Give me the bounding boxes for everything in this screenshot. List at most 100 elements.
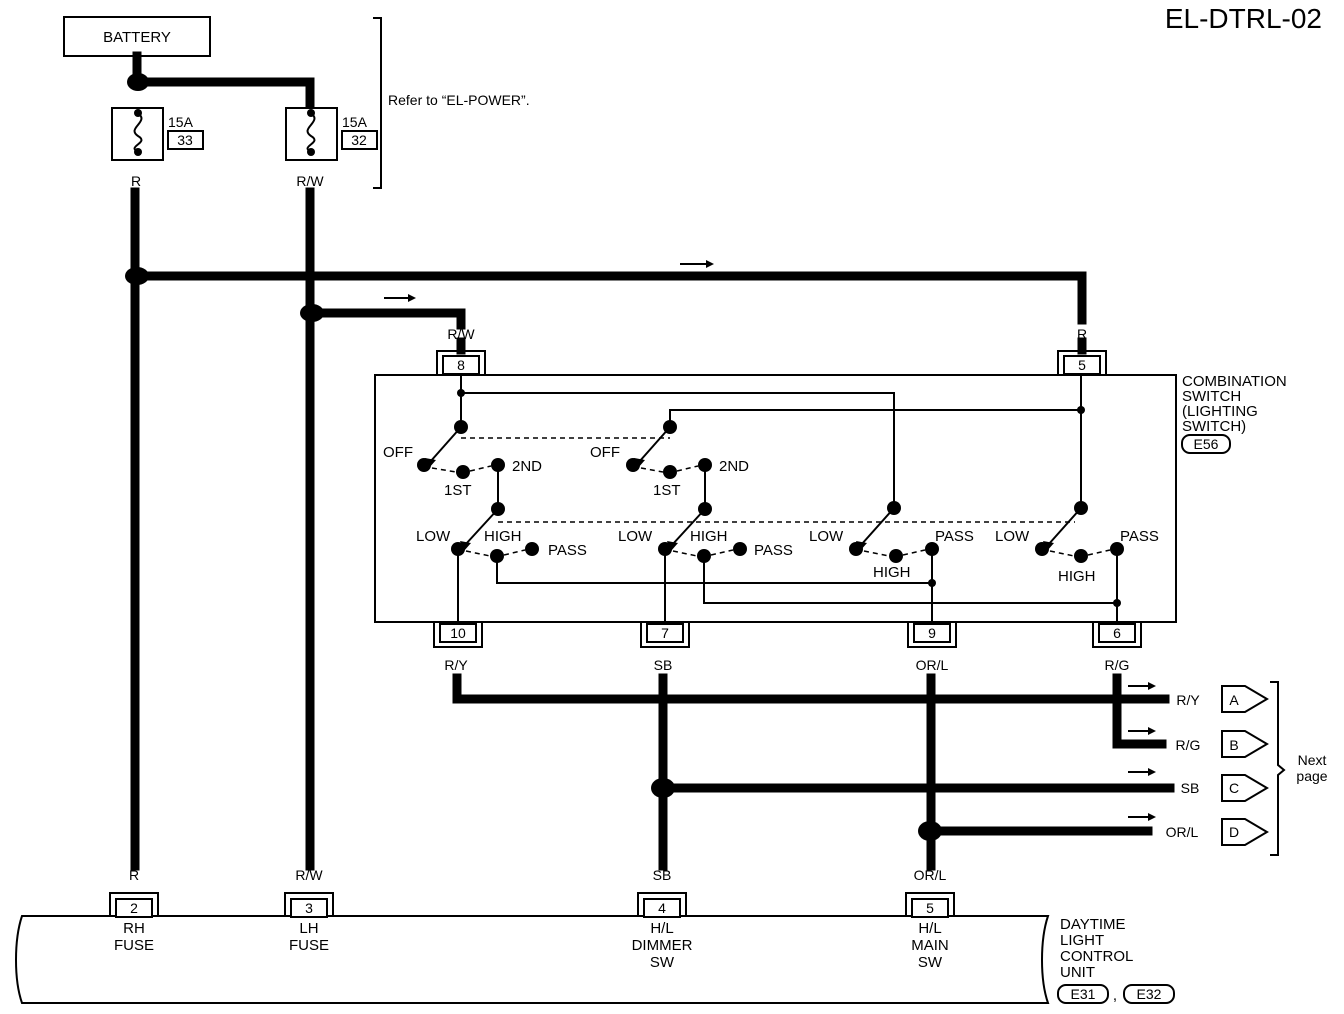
svg-text:2: 2 (130, 900, 138, 916)
next-page-connector-c[interactable]: SB C (1181, 774, 1269, 802)
svg-text:UNIT: UNIT (1060, 964, 1095, 981)
control-unit-body (15, 915, 1050, 1004)
svg-text:HIGH: HIGH (873, 564, 911, 581)
svg-text:RH: RH (123, 920, 145, 937)
next-page-label-2: page (1296, 768, 1327, 784)
svg-text:FUSE: FUSE (114, 937, 154, 954)
cu-pin-4-wire-label: SB (653, 867, 672, 883)
pin-7-wire-label: SB (654, 657, 673, 673)
fuse-33-wire-label: R (131, 173, 141, 189)
cu-pin-2-wire-label: R (129, 867, 139, 883)
fuse-33-rating: 15A (168, 114, 194, 130)
pin-9-number: 9 (928, 625, 936, 641)
svg-text:LOW: LOW (618, 528, 653, 545)
svg-text:PASS: PASS (548, 542, 587, 559)
e56-connector-code: E56 (1194, 436, 1219, 452)
fuse-32: 15A 32 (285, 107, 378, 161)
pin-5-connector: 5 (1057, 350, 1107, 376)
combination-switch-body (374, 374, 1177, 623)
cu-pin-4-connector: 4 (637, 892, 687, 918)
pin-9-wire-label: OR/L (916, 657, 949, 673)
svg-text:FUSE: FUSE (289, 937, 329, 954)
svg-text:SW: SW (650, 954, 675, 971)
svg-text:H/L: H/L (918, 920, 941, 937)
svg-text:LOW: LOW (416, 528, 451, 545)
fuse-output-wiring (125, 187, 1087, 871)
pin-6-wire-label: R/G (1105, 657, 1130, 673)
e31-connector-code: E31 (1071, 986, 1096, 1002)
battery-wiring (127, 51, 315, 115)
cu-pin-5-wire-label: OR/L (914, 867, 947, 883)
pin-5-wire-label: R (1077, 326, 1087, 342)
svg-text:COMBINATION: COMBINATION (1182, 373, 1287, 390)
svg-text:R/Y: R/Y (1176, 692, 1200, 708)
svg-text:B: B (1229, 737, 1238, 753)
control-unit-name: DAYTIME LIGHT CONTROL UNIT E31 , E32 (1057, 916, 1175, 1004)
cu-pin-3-wire-label: R/W (295, 867, 323, 883)
svg-text:R/G: R/G (1176, 737, 1201, 753)
svg-text:H/L: H/L (650, 920, 673, 937)
svg-text:PASS: PASS (1120, 528, 1159, 545)
e32-connector-code: E32 (1137, 986, 1162, 1002)
output-wiring (452, 673, 1175, 871)
pin-10-wire-label: R/Y (444, 657, 468, 673)
cu-pin-function-labels: RH FUSE LH FUSE H/L DIMMER SW H/L MAIN S… (114, 920, 949, 971)
cu-pin-5-connector: 5 (905, 892, 955, 918)
svg-text:LH: LH (299, 920, 318, 937)
svg-text:2ND: 2ND (512, 458, 542, 475)
cu-pin-2-connector: 2 (109, 892, 159, 918)
internal-switch-wiring (417, 376, 1124, 623)
svg-text:2ND: 2ND (719, 458, 749, 475)
pin-10-connector: 10 (433, 622, 483, 648)
svg-text:MAIN: MAIN (911, 937, 949, 954)
pin-8-wire-label: R/W (447, 326, 475, 342)
combination-switch-name: COMBINATION SWITCH (LIGHTING SWITCH) E56 (1181, 373, 1287, 454)
switch-position-labels: OFF 1ST 2ND OFF 1ST 2ND LOW HIGH PASS LO… (383, 444, 1159, 585)
next-page-connector-b[interactable]: R/G B (1176, 730, 1269, 758)
svg-text:D: D (1229, 824, 1239, 840)
svg-text:LOW: LOW (809, 528, 844, 545)
svg-text:PASS: PASS (935, 528, 974, 545)
svg-text:OR/L: OR/L (1166, 824, 1199, 840)
svg-text:DIMMER: DIMMER (632, 937, 693, 954)
pin-10-number: 10 (450, 625, 466, 641)
refer-note: Refer to “EL-POWER”. (388, 92, 530, 108)
pin-6-connector: 6 (1092, 622, 1142, 648)
svg-text:SWITCH): SWITCH) (1182, 418, 1246, 435)
power-bracket (373, 17, 382, 189)
next-page-connector-d[interactable]: OR/L D (1166, 818, 1269, 846)
next-page-label-1: Next (1298, 752, 1327, 768)
svg-text:5: 5 (926, 900, 934, 916)
svg-text:SWITCH: SWITCH (1182, 388, 1241, 405)
cu-pin-3-connector: 3 (284, 892, 334, 918)
diagram-title: EL-DTRL-02 (1165, 3, 1322, 34)
pin-8-connector: 8 (436, 350, 486, 376)
svg-text:CONTROL: CONTROL (1060, 948, 1133, 965)
svg-text:SB: SB (1181, 780, 1200, 796)
svg-text:1ST: 1ST (653, 482, 681, 499)
svg-text:3: 3 (305, 900, 313, 916)
fuse-33: 15A 33 (111, 107, 204, 161)
pin-7-number: 7 (661, 625, 669, 641)
svg-text:C: C (1229, 780, 1239, 796)
connector-separator: , (1113, 987, 1117, 1004)
fuse-32-rating: 15A (342, 114, 368, 130)
svg-text:LOW: LOW (995, 528, 1030, 545)
pin-8-number: 8 (457, 357, 465, 373)
fuse-32-wire-label: R/W (296, 173, 324, 189)
pin-9-connector: 9 (907, 622, 957, 648)
pin-5-number: 5 (1078, 357, 1086, 373)
svg-text:DAYTIME: DAYTIME (1060, 916, 1126, 933)
svg-text:(LIGHTING: (LIGHTING (1182, 403, 1258, 420)
pin-6-number: 6 (1113, 625, 1121, 641)
battery: BATTERY (63, 16, 211, 57)
fuse-33-number: 33 (177, 132, 193, 148)
svg-text:HIGH: HIGH (1058, 568, 1096, 585)
svg-text:PASS: PASS (754, 542, 793, 559)
next-page-connector-a[interactable]: R/Y A (1176, 685, 1269, 713)
battery-label: BATTERY (103, 29, 171, 46)
fuse-32-number: 32 (351, 132, 367, 148)
svg-text:A: A (1229, 692, 1239, 708)
svg-text:4: 4 (658, 900, 666, 916)
